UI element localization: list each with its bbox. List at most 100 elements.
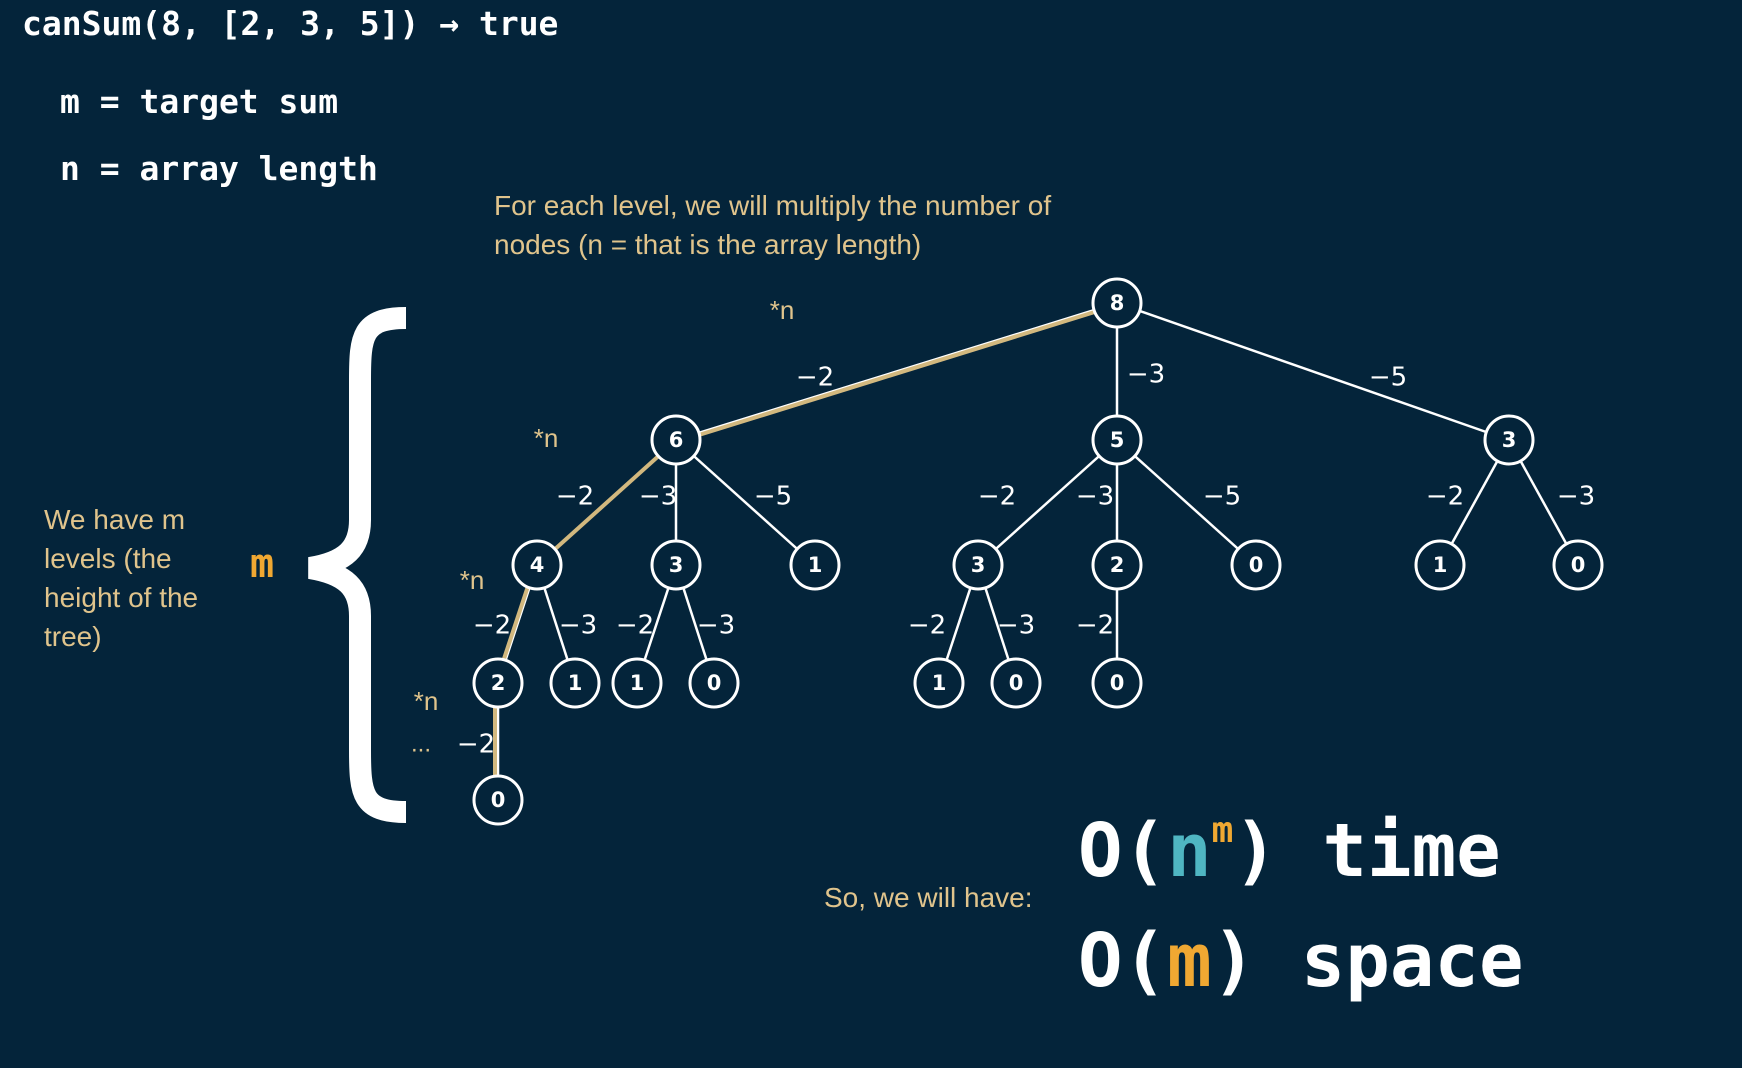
- node-circle: [611, 657, 663, 709]
- node-circle: [990, 657, 1042, 709]
- tree-node: 0: [990, 657, 1042, 709]
- node-circle: [1552, 539, 1604, 591]
- node-circle: [1230, 539, 1282, 591]
- node-circle: [789, 539, 841, 591]
- node-value: 0: [1009, 671, 1024, 695]
- level-multipliers: *n *n *n *n...: [411, 295, 794, 757]
- node-value: 0: [1571, 553, 1586, 577]
- node-circle: [1091, 539, 1143, 591]
- node-value: 2: [1110, 553, 1125, 577]
- node-value: 1: [808, 553, 823, 577]
- tree-node: 0: [472, 774, 524, 826]
- tree-node: 5: [1091, 414, 1143, 466]
- time-prefix: O(: [1078, 808, 1168, 894]
- node-value: 0: [1110, 671, 1125, 695]
- node-circle: [1091, 657, 1143, 709]
- edge-label: −2: [473, 611, 511, 641]
- brace-m-label: m: [250, 541, 275, 587]
- tree-node: 1: [789, 539, 841, 591]
- tree-edge: [977, 439, 1118, 566]
- space-complexity: O(m) space: [1078, 918, 1524, 1004]
- edge-label: −3: [559, 611, 597, 641]
- edge-label: −5: [1369, 363, 1407, 393]
- tree-node: 0: [1552, 539, 1604, 591]
- definition-m: m = target sum: [60, 82, 339, 121]
- highlight-path-edge: [672, 304, 1115, 445]
- tree-node: 8: [1091, 277, 1143, 329]
- node-circle: [472, 657, 524, 709]
- edge-label: −3: [1076, 482, 1114, 512]
- edge-label: −2: [457, 730, 495, 760]
- page-title: canSum(8, [2, 3, 5]) → true: [22, 4, 559, 43]
- node-value: 6: [669, 428, 684, 452]
- time-exponent: m: [1211, 809, 1234, 851]
- node-value: 3: [669, 553, 684, 577]
- node-circle: [952, 539, 1004, 591]
- time-complexity: O(nm) time: [1078, 808, 1501, 894]
- node-circle: [472, 774, 524, 826]
- tree-node: 0: [1091, 657, 1143, 709]
- ellipsis: ...: [411, 730, 431, 757]
- edge-label: −2: [616, 611, 654, 641]
- node-circle: [1091, 414, 1143, 466]
- edge-label: −2: [1076, 611, 1114, 641]
- tree-node: 3: [1483, 414, 1535, 466]
- tree-node: 2: [472, 657, 524, 709]
- left-brace-icon: [307, 307, 407, 823]
- tree-node: 3: [650, 539, 702, 591]
- level-multiplier: *n: [414, 686, 439, 716]
- tree-node: 1: [913, 657, 965, 709]
- node-value: 2: [491, 671, 506, 695]
- node-circle: [511, 539, 563, 591]
- node-value: 4: [530, 553, 545, 577]
- tree-node: 6: [650, 414, 702, 466]
- node-circle: [650, 539, 702, 591]
- node-circle: [1483, 414, 1535, 466]
- level-multiplier: *n: [770, 295, 795, 325]
- tree-node: 1: [611, 657, 663, 709]
- edge-label: −3: [697, 611, 735, 641]
- edge-label: −2: [908, 611, 946, 641]
- edge-label: −2: [1426, 482, 1464, 512]
- edge-label: −5: [1203, 482, 1241, 512]
- node-value: 0: [707, 671, 722, 695]
- space-prefix: O(: [1078, 918, 1168, 1004]
- tree-node: 1: [549, 657, 601, 709]
- node-value: 5: [1110, 428, 1125, 452]
- level-multiplier: *n: [460, 565, 485, 595]
- definition-n: n = array length: [60, 149, 378, 188]
- multiply-note: For each level, we will multiply the num…: [494, 190, 1052, 260]
- level-multiplier: *n: [534, 423, 559, 453]
- tree-edge: [1116, 301, 1510, 442]
- edge-label: −3: [997, 611, 1035, 641]
- node-value: 1: [568, 671, 583, 695]
- node-circle: [688, 657, 740, 709]
- edge-label: −2: [978, 482, 1016, 512]
- edge-label: −5: [754, 482, 792, 512]
- tree-edge: [1116, 439, 1257, 566]
- conclusion-intro: So, we will have:: [824, 882, 1033, 913]
- edge-label: −3: [639, 482, 677, 512]
- node-circle: [1414, 539, 1466, 591]
- tree-node: 2: [1091, 539, 1143, 591]
- edge-label: −2: [796, 363, 834, 393]
- edge-label: −3: [1127, 360, 1165, 390]
- node-value: 3: [1502, 428, 1517, 452]
- space-var: m: [1167, 918, 1212, 1004]
- edge-label: −3: [1557, 482, 1595, 512]
- tree-edge: [675, 439, 816, 566]
- node-value: 3: [971, 553, 986, 577]
- highlight-path-edge: [532, 441, 675, 570]
- node-circle: [913, 657, 965, 709]
- time-suffix: ) time: [1233, 808, 1501, 894]
- node-value: 1: [1433, 553, 1448, 577]
- node-value: 1: [630, 671, 645, 695]
- tree-node: 3: [952, 539, 1004, 591]
- node-value: 0: [491, 788, 506, 812]
- node-circle: [650, 414, 702, 466]
- time-base: n: [1167, 808, 1212, 894]
- tree-edge-labels: −2−3−5−2−3−5−2−3−5−2−3−2−3−2−3−2−3−2−2: [457, 360, 1595, 760]
- space-suffix: ) space: [1211, 918, 1524, 1004]
